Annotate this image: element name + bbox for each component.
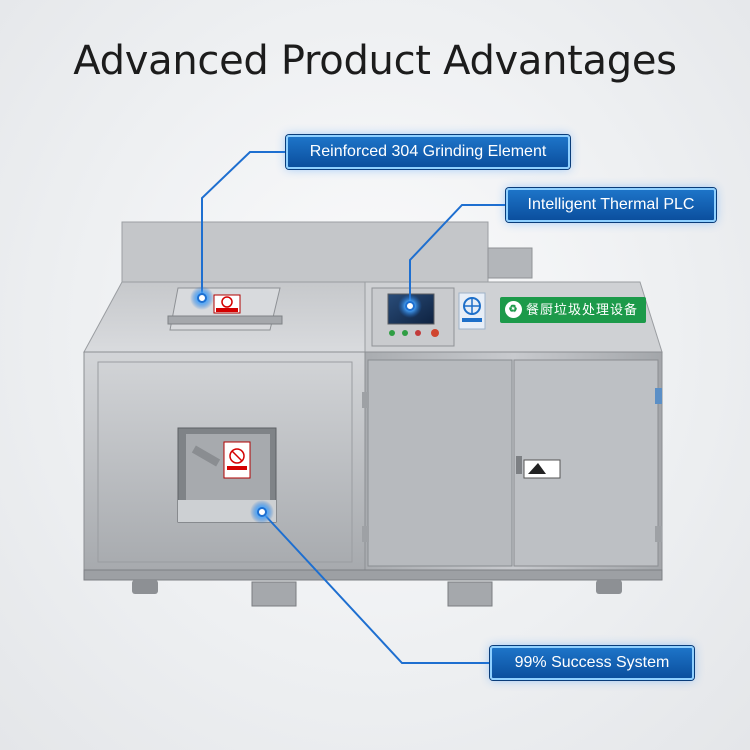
rear-hopper xyxy=(487,247,533,279)
callout-grinding-element: Reinforced 304 Grinding Element xyxy=(286,135,570,169)
panel-label: ♻ 餐厨垃圾处理设备 xyxy=(500,297,646,323)
callout-success-system: 99% Success System xyxy=(490,646,694,680)
leader-lines xyxy=(201,151,506,664)
panel-label-text: 餐厨垃圾处理设备 xyxy=(526,302,639,317)
machine-base xyxy=(83,569,663,581)
callout-thermal-plc: Intelligent Thermal PLC xyxy=(506,188,716,222)
back-splash-panel xyxy=(121,221,489,283)
panel-label-badge-icon: ♻ xyxy=(505,301,522,318)
highlight-dots xyxy=(190,286,422,524)
cabinet-door-left xyxy=(367,359,513,567)
page-title: Advanced Product Advantages xyxy=(73,38,677,84)
